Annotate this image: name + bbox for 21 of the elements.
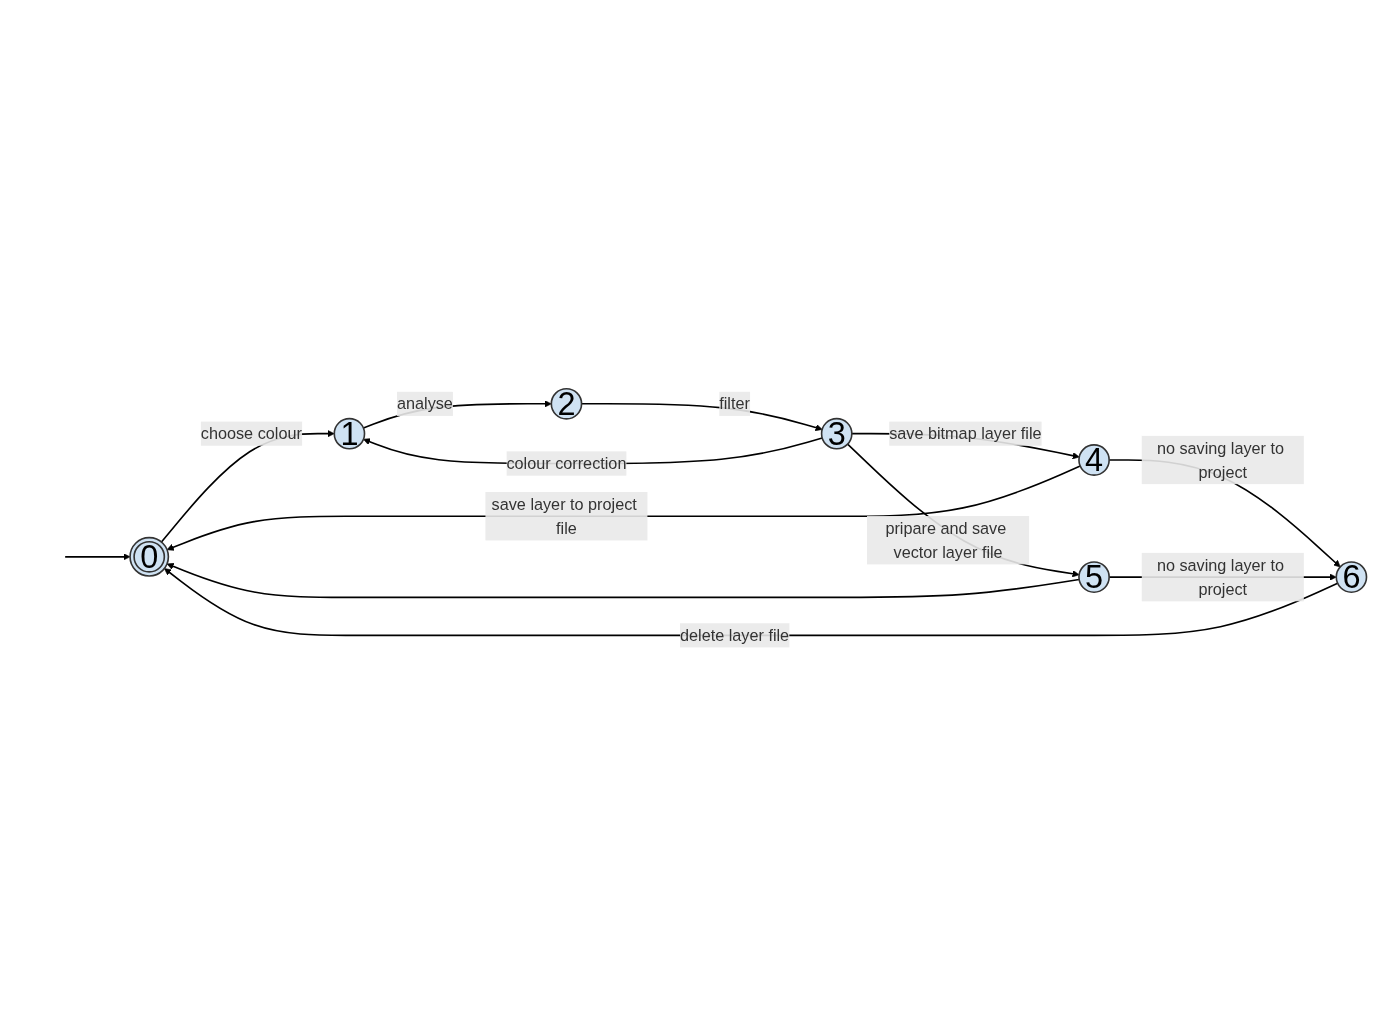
- edge-label: delete layer file: [680, 626, 790, 645]
- edge-label: choose colour: [200, 424, 302, 443]
- node-circle: 6: [1335, 561, 1368, 593]
- edge-label: filter: [719, 394, 750, 413]
- edge-label: no saving layer to project: [1156, 438, 1285, 482]
- arrow: [166, 465, 1081, 551]
- node-circle: 4: [1078, 444, 1110, 476]
- node-circle: 5: [1078, 561, 1110, 593]
- edge-label: analyse: [396, 394, 453, 413]
- arrow: [166, 562, 1080, 599]
- edge-label: save layer to project file: [491, 495, 637, 538]
- edge-label: pripare and save vector layer file: [885, 519, 1007, 562]
- arrow: [64, 553, 131, 561]
- edge-label: no saving layer to project: [1156, 556, 1285, 599]
- arrow: [846, 443, 1080, 578]
- edge-label: colour correction: [506, 454, 627, 473]
- node-circle: 3: [820, 417, 853, 450]
- node-circle: 0: [129, 536, 170, 577]
- node-circle: 2: [550, 387, 583, 420]
- edge-label: save bitmap layer file: [889, 424, 1042, 443]
- node-circle: 1: [333, 417, 366, 450]
